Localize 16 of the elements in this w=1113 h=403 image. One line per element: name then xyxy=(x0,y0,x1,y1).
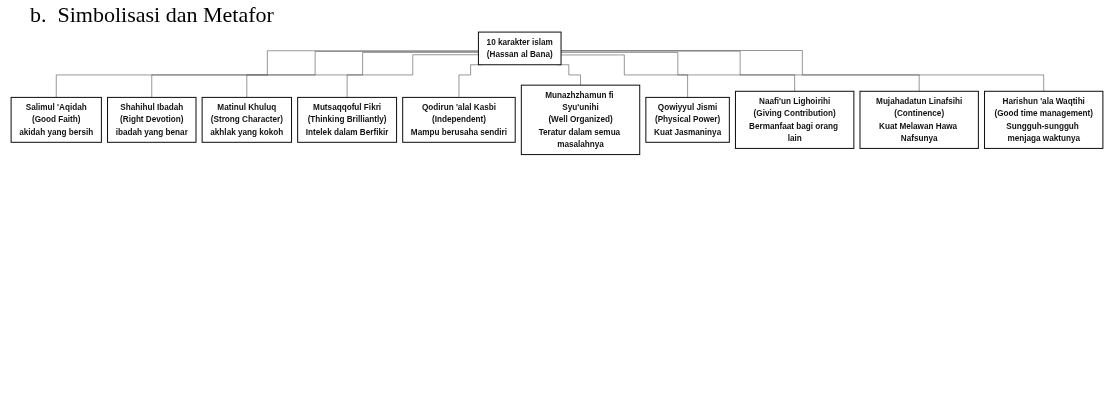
connector xyxy=(560,50,1044,92)
node-box: Naafi'un Lighoirihi (Giving Contribution) Bermanfaat bagi orang lain xyxy=(734,90,854,149)
node-box: Shahihul Ibadah (Right Devotion) ibadah yang benar xyxy=(106,96,196,143)
connector xyxy=(560,54,688,98)
node-box: 10 karakter islam (Hassan al Bana) xyxy=(477,31,562,66)
node-box: Matinul Khuluq (Strong Character) akhlak yang kokoh xyxy=(201,96,292,143)
node-box: Munazhzhamun fi Syu'unihi (Well Organized) Teratur dalam semua masalahnya xyxy=(520,84,640,156)
node-box: Qodirun 'alal Kasbi (Independent) Mampu berusaha sendiri xyxy=(401,96,516,143)
node-box: Salimul 'Aqidah (Good Faith) akidah yang bersih xyxy=(10,96,102,143)
node-box: Harishun 'ala Waqtihi (Good time management) Sungguh-sungguh menjaga waktunya xyxy=(983,90,1103,149)
node-box: Mujahadatun Linafsihi (Continence) Kuat Melawan Hawa Nafsunya xyxy=(858,90,979,149)
connector xyxy=(560,50,919,92)
connector xyxy=(560,52,795,92)
node-box: Mutsaqqoful Fikri (Thinking Brilliantly) Intelek dalam Berfikir xyxy=(296,96,397,143)
node-box: Qowiyyul Jismi (Physical Power) Kuat Jasmaninya xyxy=(644,96,730,143)
section-heading: b. Simbolisasi dan Metafor xyxy=(30,2,274,28)
